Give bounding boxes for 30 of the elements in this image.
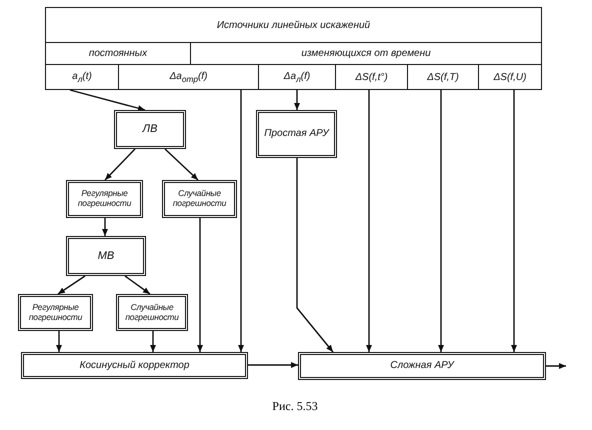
process-box: МВ <box>66 236 146 276</box>
arrow <box>104 148 136 180</box>
arrow <box>102 218 108 236</box>
process-box: Сложная АРУ <box>298 352 546 380</box>
arrow <box>248 362 298 368</box>
table-cell: ΔS(f,U) <box>478 64 542 90</box>
arrow <box>511 90 517 352</box>
arrow <box>58 275 86 295</box>
arrow <box>56 331 62 352</box>
process-box: Регулярные погрешности <box>18 294 93 331</box>
arrow <box>150 331 156 352</box>
arrow <box>238 90 244 352</box>
arrow <box>546 363 566 369</box>
process-box: Косинусный корректор <box>21 352 248 379</box>
process-box: Случайные погрешности <box>162 180 237 218</box>
arrow <box>197 218 203 352</box>
arrow <box>164 148 198 181</box>
figure-caption: Рис. 5.53 <box>271 399 319 414</box>
arrow <box>294 90 300 110</box>
arrow <box>70 89 146 112</box>
table-header-cell: Источники линейных искажений <box>45 7 542 43</box>
process-box: Случайные погрешности <box>116 294 188 331</box>
arrow <box>366 90 372 352</box>
process-box: Простая АРУ <box>256 110 337 158</box>
arrow <box>438 90 444 352</box>
process-box: Регулярные погрешности <box>66 180 143 218</box>
arrow <box>296 158 334 352</box>
arrow <box>124 275 150 295</box>
process-box: ЛВ <box>114 110 186 149</box>
table-cell: a$_{л}$(t) <box>45 64 119 90</box>
